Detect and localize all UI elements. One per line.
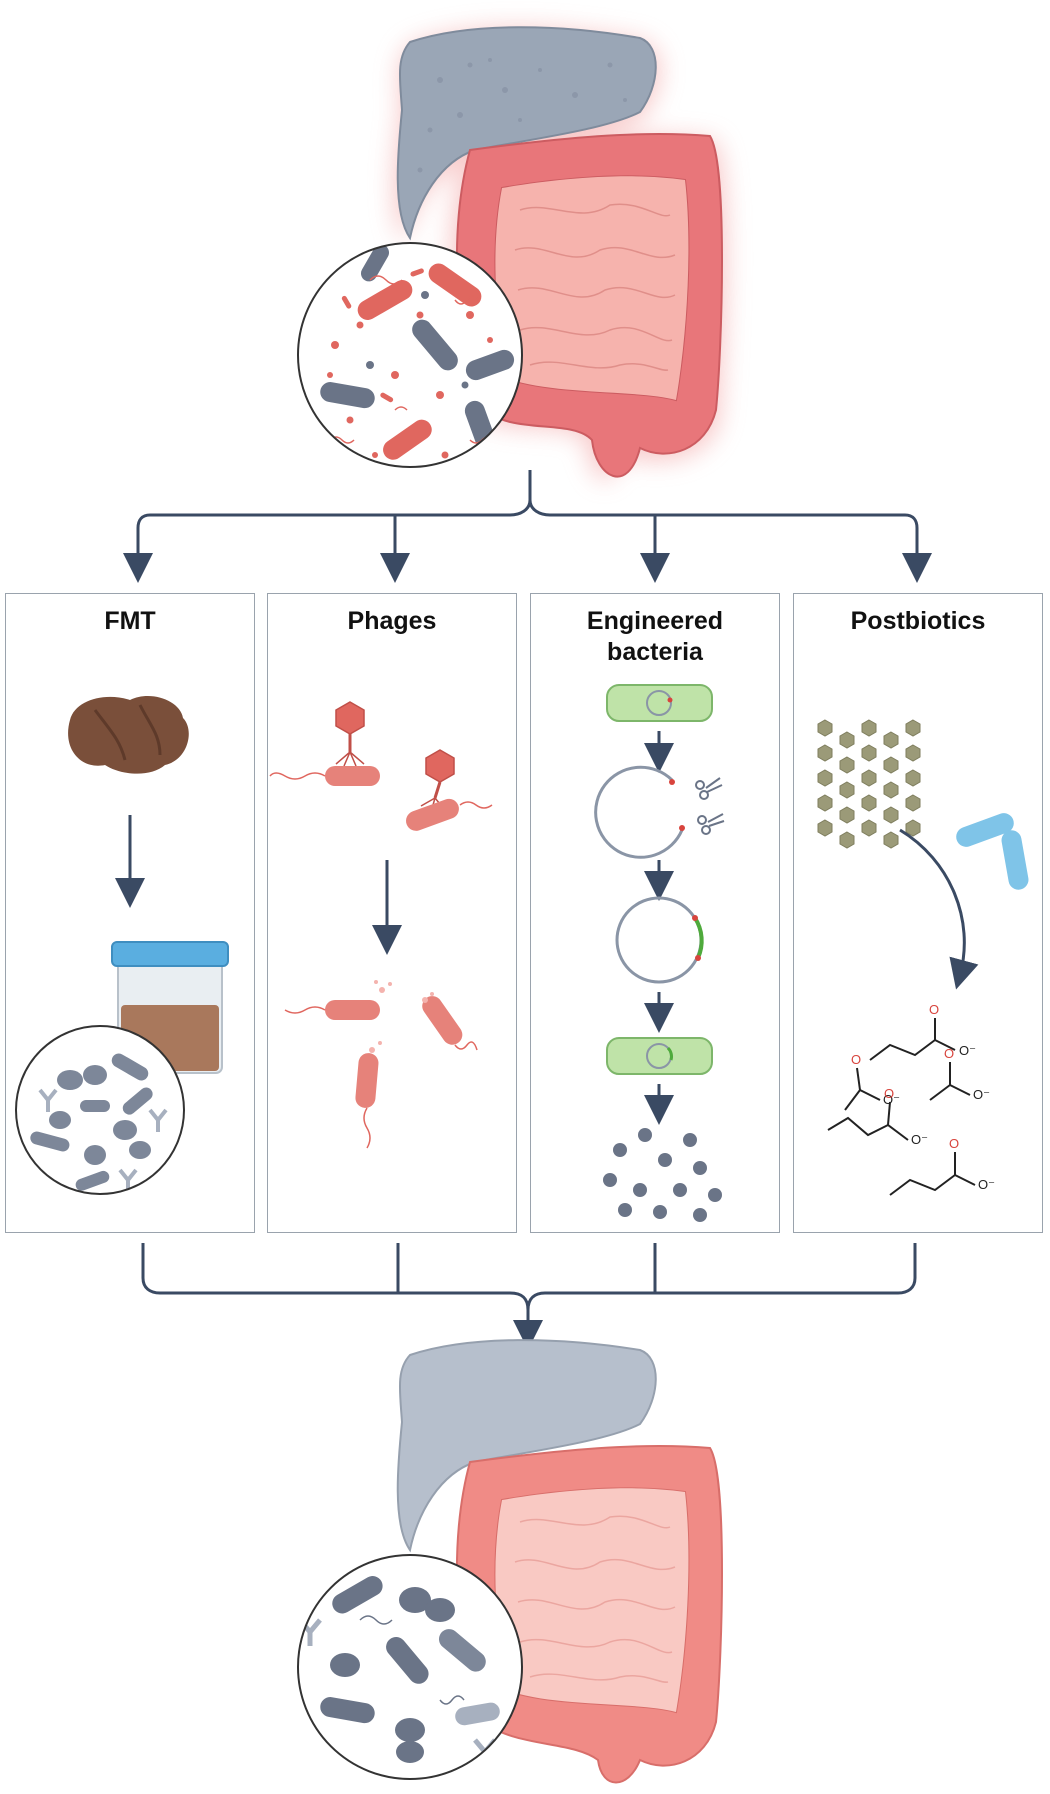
blue-commensal <box>361 244 389 282</box>
inflammation-glow <box>393 27 727 481</box>
inflamed-colon <box>455 132 723 478</box>
healthy-colon <box>455 1444 723 1784</box>
red-pathobiont <box>357 280 413 320</box>
dysbiotic-microbiota-magnifier <box>297 242 523 468</box>
intestine-folds <box>514 203 676 371</box>
panel-fmt: FMT <box>5 593 255 1233</box>
healthy-intestine-folds <box>514 1515 676 1683</box>
panel-title-fmt: FMT <box>104 607 156 635</box>
blue-commensal <box>412 319 458 371</box>
healthy-liver <box>396 1339 657 1553</box>
panel-postbiotics: Postbiotics <box>793 593 1043 1233</box>
red-particles <box>327 268 493 459</box>
healthy-organs <box>396 1339 723 1784</box>
diseased-organs <box>393 26 727 481</box>
panel-phages: Phages <box>267 593 517 1233</box>
panel-engineered-bacteria: Engineered bacteria <box>530 593 780 1233</box>
flagella <box>329 275 495 444</box>
blue-particles <box>366 291 469 389</box>
blue-commensal <box>464 400 496 450</box>
healthy-small-intestine <box>495 1488 689 1712</box>
red-pathobiont <box>428 263 482 307</box>
red-pathobiont <box>383 419 432 460</box>
small-intestine <box>495 176 689 400</box>
panel-title-postbiotics: Postbiotics <box>850 607 986 635</box>
liver-texture <box>417 58 627 173</box>
panel-title-engineered-bacteria: Engineered bacteria <box>586 607 724 666</box>
blue-commensal <box>320 382 375 409</box>
inflamed-liver <box>396 26 657 241</box>
healthy-microbiota-magnifier <box>297 1554 523 1780</box>
blue-commensal <box>465 349 515 381</box>
panel-title-phages: Phages <box>347 607 437 635</box>
branch-arrows-top <box>123 470 932 583</box>
converge-arrows-bottom <box>141 1243 917 1350</box>
